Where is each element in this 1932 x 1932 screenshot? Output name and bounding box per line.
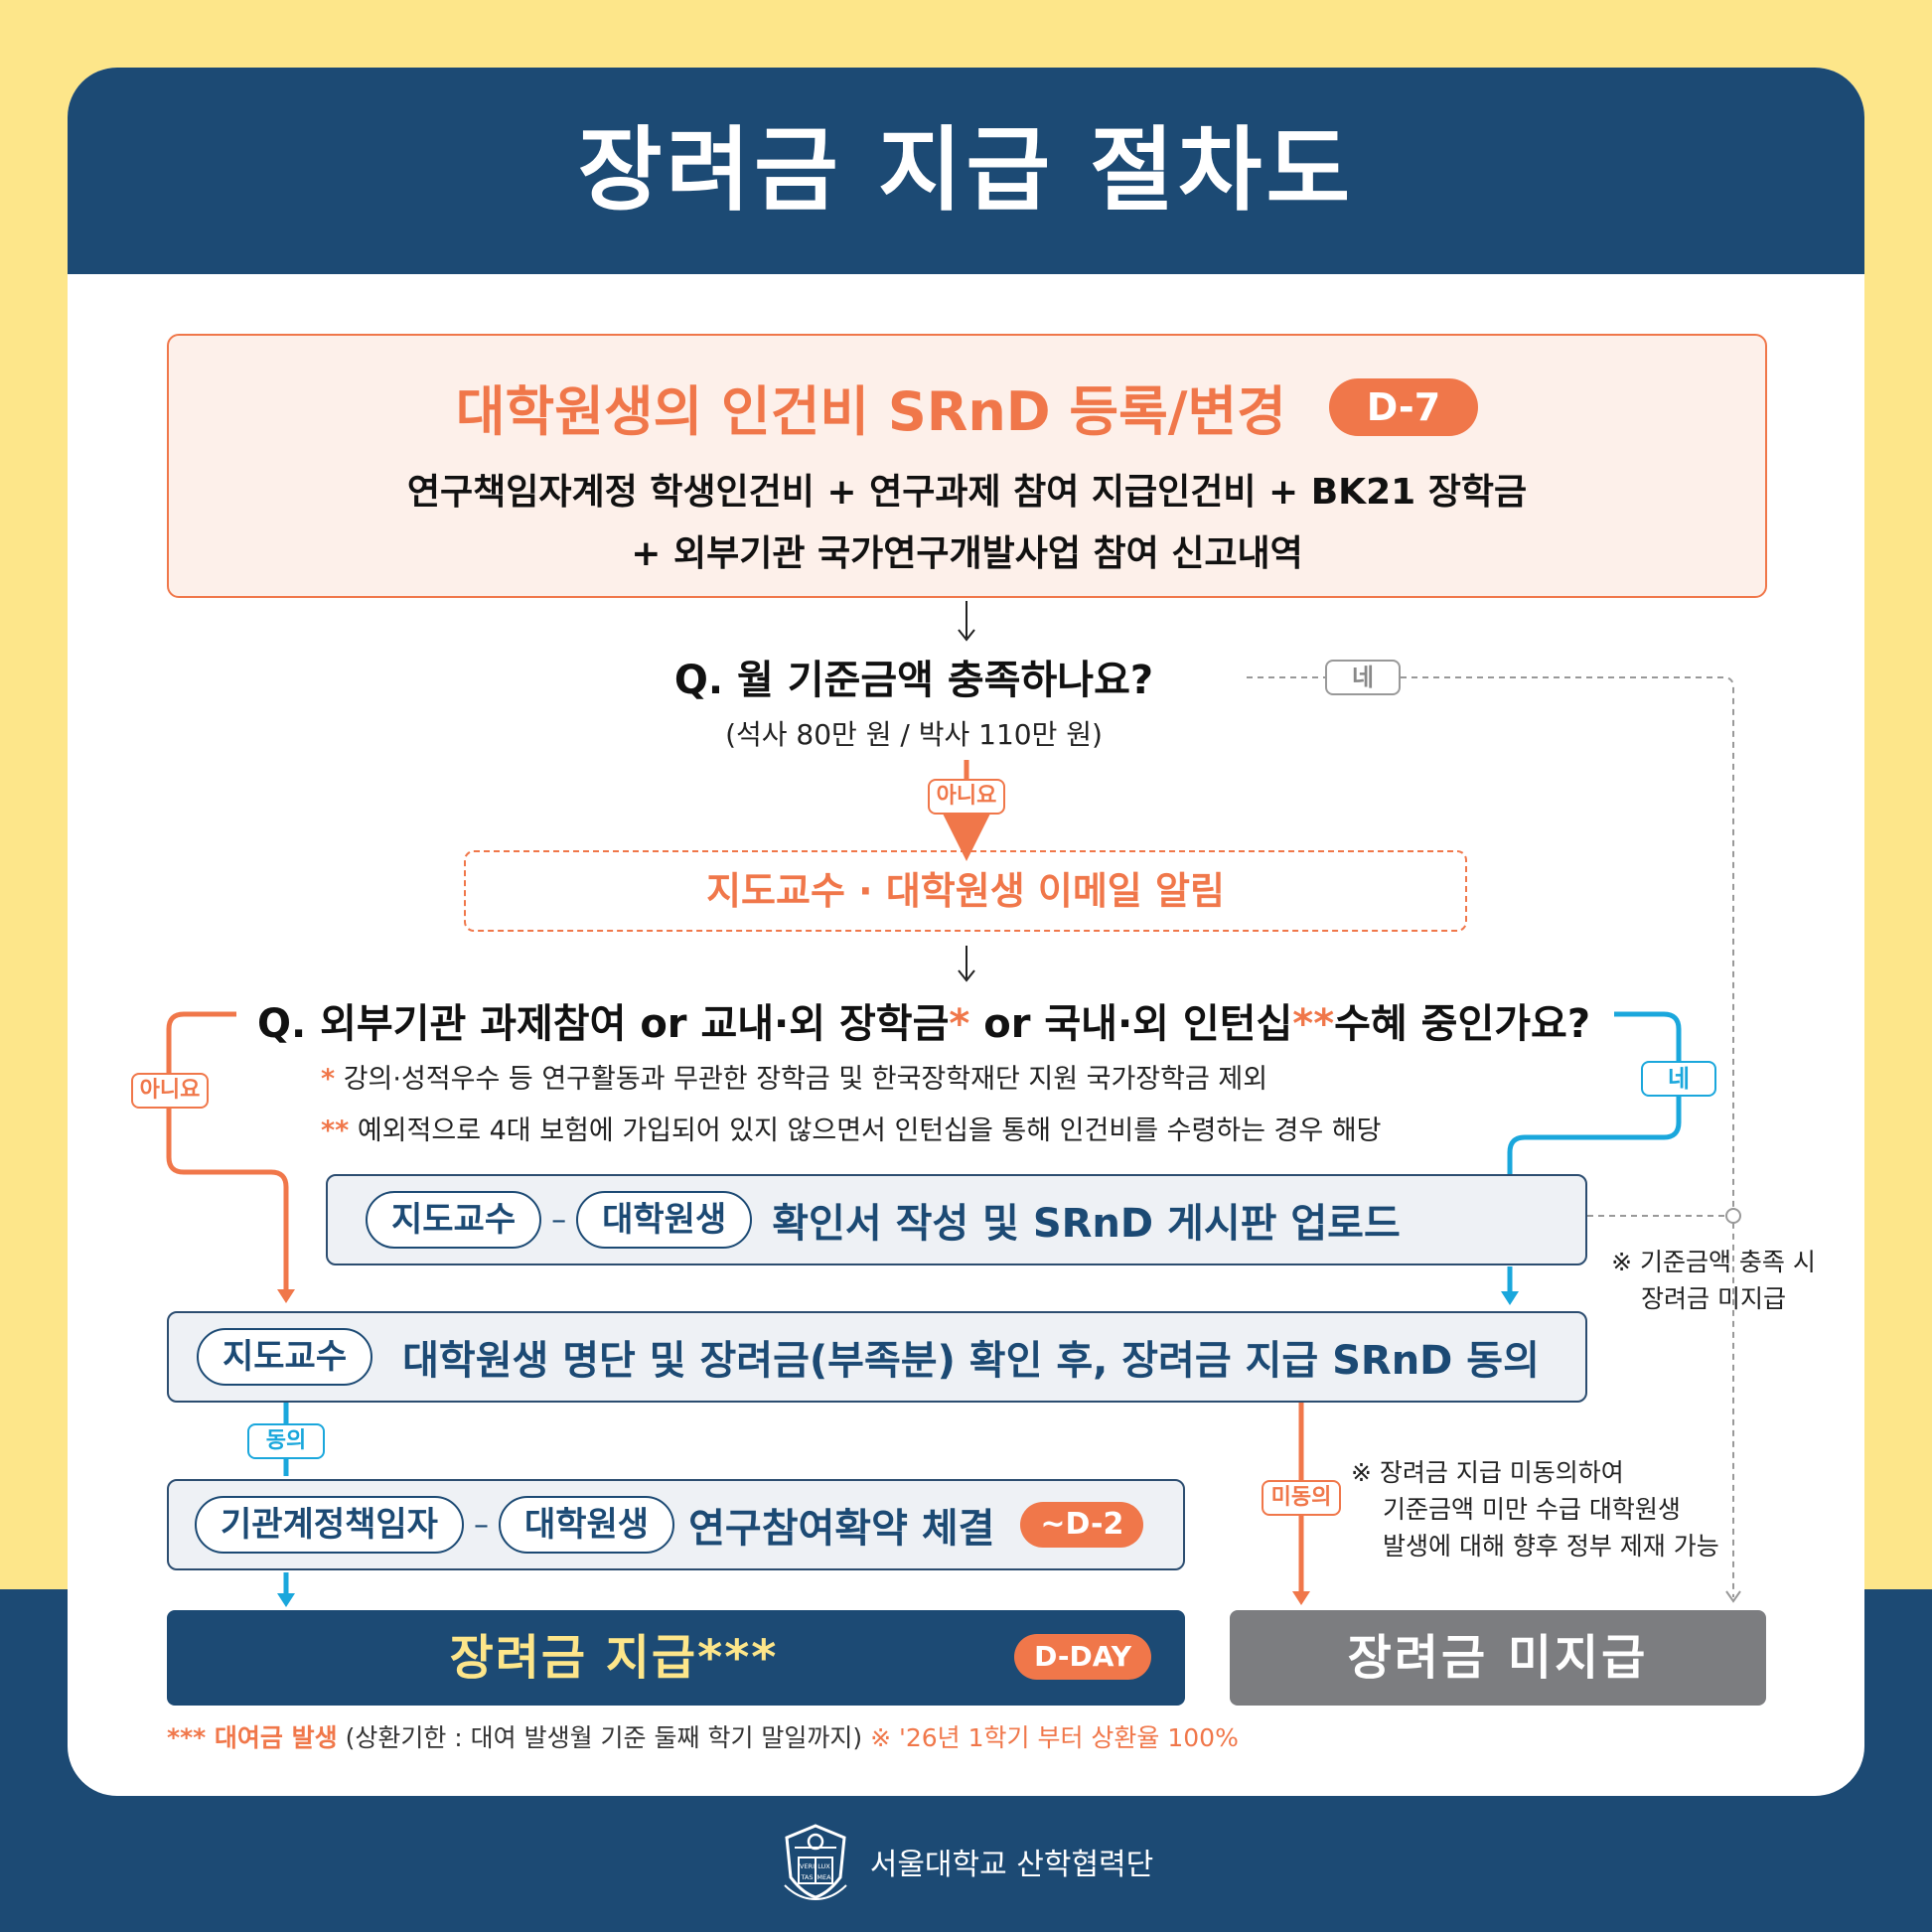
step1-line2: + 외부기관 국가연구개발사업 참여 신고내역 xyxy=(631,533,1303,574)
step1-title-row: 대학원생의 인건비 SRnD 등록/변경 D-7 xyxy=(169,368,1765,446)
question1-yes-chip: 네 xyxy=(1325,660,1401,695)
note2-mark: ** xyxy=(321,1115,350,1146)
footnote-detail: (상환기한 : 대여 발생월 기준 둘째 학기 말일까지) xyxy=(337,1723,871,1752)
role-separator: – xyxy=(551,1202,567,1238)
payment-box: 장려금 지급*** D-DAY xyxy=(167,1610,1185,1706)
step1-title: 대학원생의 인건비 SRnD 등록/변경 xyxy=(455,380,1286,443)
question1-no-chip: 아니요 xyxy=(928,779,1005,815)
question2-ast2: ** xyxy=(1292,1001,1335,1047)
logo-text-4: MEA xyxy=(817,1873,831,1881)
side-note-sanction: ※ 장려금 지급 미동의하여 기준금액 미만 수급 대학원생 발생에 대해 향후… xyxy=(1351,1454,1719,1564)
question2-no-chip: 아니요 xyxy=(131,1073,209,1109)
side-note-sanction-line1: ※ 장려금 지급 미동의하여 xyxy=(1351,1458,1624,1487)
side-note-threshold-line2: 장려금 미지급 xyxy=(1641,1284,1786,1313)
question2-part3: 수혜 중인가요? xyxy=(1334,1001,1591,1047)
agree-chip: 동의 xyxy=(247,1423,325,1459)
question2-ast1: * xyxy=(949,1001,970,1047)
question2-note1: * 강의·성적우수 등 연구활동과 무관한 장학금 및 한국장학재단 지원 국가… xyxy=(321,1057,1267,1096)
role-student-pill: 대학원생 xyxy=(576,1191,753,1249)
footer-org-name: 서울대학교 산학협력단 xyxy=(869,1848,1154,1882)
step1-box: 대학원생의 인건비 SRnD 등록/변경 D-7 연구책임자계정 학생인건비 +… xyxy=(167,334,1767,598)
step1-deadline-badge: D-7 xyxy=(1328,377,1479,436)
question2-note2: ** 예외적으로 4대 보험에 가입되어 있지 않으면서 인턴십을 통해 인건비… xyxy=(321,1109,1382,1147)
logo-text-3: TAS xyxy=(800,1873,813,1881)
side-note-threshold-line1: ※ 기준금액 충족 시 xyxy=(1611,1248,1816,1276)
role-separator-2: – xyxy=(473,1507,489,1543)
role-professor-pill-2: 지도교수 xyxy=(197,1328,373,1386)
logo-text-2: LUX xyxy=(817,1862,830,1870)
question1-sub: (석사 80만 원 / 박사 110만 원) xyxy=(725,718,1103,751)
note2-text: 예외적으로 4대 보험에 가입되어 있지 않으면서 인턴십을 통해 인건비를 수… xyxy=(349,1115,1382,1146)
role-student-pill-2: 대학원생 xyxy=(498,1496,675,1554)
payment-dday-badge: D-DAY xyxy=(1014,1634,1151,1680)
question2-text: Q. 외부기관 과제참여 or 교내·외 장학금* or 국내·외 인턴십**수… xyxy=(179,991,1669,1049)
professor-consent-text: 대학원생 명단 및 장려금(부족분) 확인 후, 장려금 지급 SRnD 동의 xyxy=(402,1338,1540,1384)
side-note-sanction-line3: 발생에 대해 향후 정부 제재 가능 xyxy=(1383,1532,1719,1560)
loan-footnote: *** 대여금 발생 (상환기한 : 대여 발생월 기준 둘째 학기 말일까지)… xyxy=(167,1718,1239,1754)
snu-logo-icon: VERI LUX TAS MEA xyxy=(784,1824,847,1901)
role-account-manager-pill: 기관계정책임자 xyxy=(195,1496,464,1554)
no-payment-box: 장려금 미지급 xyxy=(1230,1610,1766,1706)
professor-consent-box: 지도교수 대학원생 명단 및 장려금(부족분) 확인 후, 장려금 지급 SRn… xyxy=(167,1311,1587,1403)
payment-text: 장려금 지급*** xyxy=(449,1630,779,1686)
question1-text: Q. 월 기준금액 충족하나요? xyxy=(673,658,1154,703)
note1-mark: * xyxy=(321,1064,336,1095)
contract-deadline-badge: ~D-2 xyxy=(1020,1502,1144,1548)
logo-text-1: VERI xyxy=(800,1862,815,1870)
footer: VERI LUX TAS MEA 서울대학교 산학협력단 xyxy=(0,1816,1932,1907)
page-title: 장려금 지급 절차도 xyxy=(577,117,1355,223)
confirm-text: 확인서 작성 및 SRnD 게시판 업로드 xyxy=(772,1201,1401,1247)
disagree-chip: 미동의 xyxy=(1262,1480,1341,1516)
question2-part2: or 국내·외 인턴십 xyxy=(969,1001,1293,1047)
footnote-mark: *** 대여금 발생 xyxy=(167,1723,338,1752)
email-notice-box: 지도교수 · 대학원생 이메일 알림 xyxy=(464,850,1467,932)
confirm-box: 지도교수 – 대학원생 확인서 작성 및 SRnD 게시판 업로드 xyxy=(326,1174,1587,1265)
header-band xyxy=(68,68,1864,274)
dashed-q1-yes xyxy=(1247,676,1734,1597)
footnote-policy: ※ '26년 1학기 부터 상환율 100% xyxy=(870,1723,1239,1752)
arrow-q2-yes xyxy=(1507,1011,1682,1177)
contract-box: 기관계정책임자 – 대학원생 연구참여확약 체결 ~D-2 xyxy=(167,1479,1185,1570)
arrow-q2-no xyxy=(166,1011,289,1291)
question2-part1: Q. 외부기관 과제참여 or 교내·외 장학금 xyxy=(256,1001,950,1047)
contract-text: 연구참여확약 체결 xyxy=(688,1506,995,1552)
role-professor-pill: 지도교수 xyxy=(366,1191,542,1249)
side-note-threshold: ※ 기준금액 충족 시 장려금 미지급 xyxy=(1609,1244,1818,1317)
side-note-sanction-line2: 기준금액 미만 수급 대학원생 xyxy=(1383,1495,1681,1524)
step1-line1: 연구책임자계정 학생인건비 + 연구과제 참여 지급인건비 + BK21 장학금 xyxy=(406,472,1528,513)
question2-yes-chip: 네 xyxy=(1641,1061,1716,1097)
note1-text: 강의·성적우수 등 연구활동과 무관한 장학금 및 한국장학재단 지원 국가장학… xyxy=(335,1064,1268,1095)
